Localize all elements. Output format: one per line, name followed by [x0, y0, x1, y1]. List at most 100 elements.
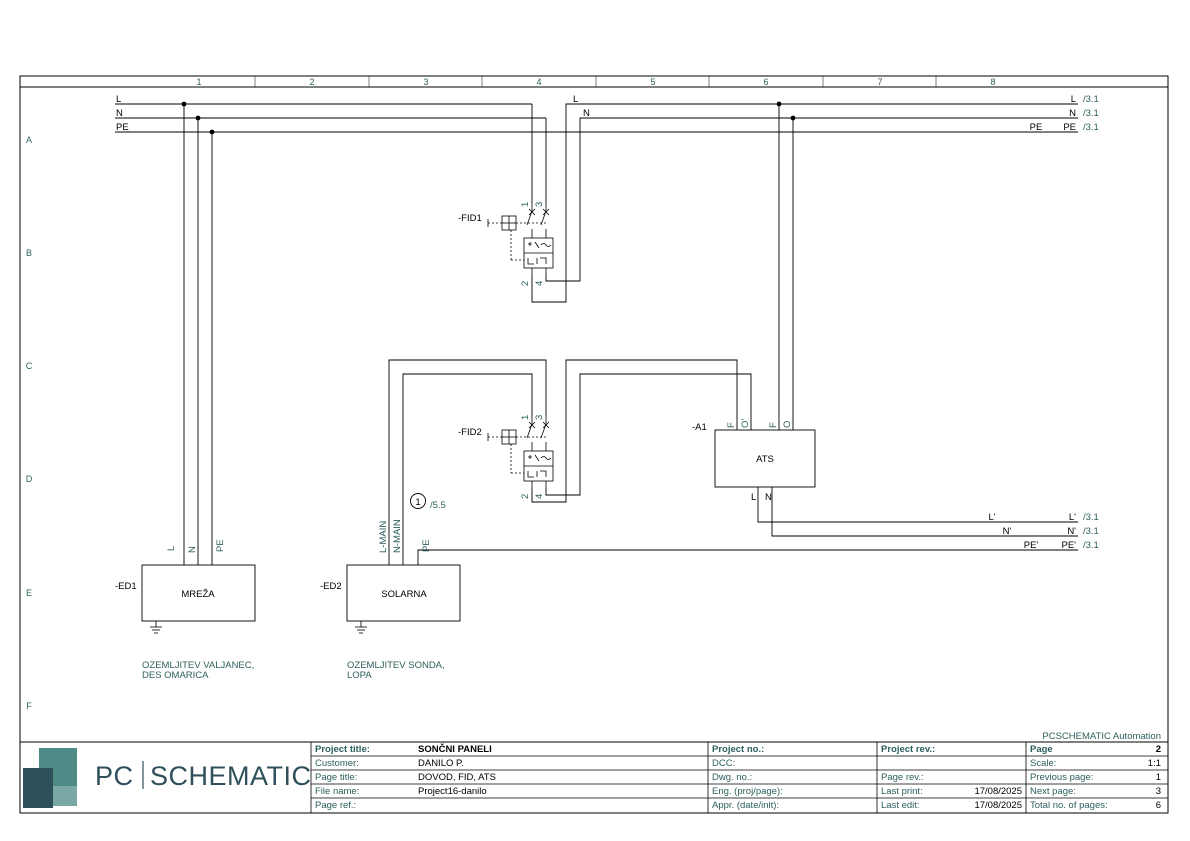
ats-device[interactable]: ATS -A1 F O' F O L N	[692, 419, 816, 503]
cross-ref-pe[interactable]: /3.1	[1083, 122, 1099, 133]
tb-label: Scale:	[1030, 758, 1056, 769]
ground-icon	[150, 621, 162, 634]
ed2-note-line2: LOPA	[347, 670, 372, 681]
ed1-terminal-n: N	[187, 546, 198, 553]
out-end-label-n: N'	[1067, 526, 1076, 537]
tb-label: Dwg. no.:	[712, 772, 752, 783]
total-pages-value: 6	[1156, 800, 1161, 811]
ats-terminal-o: O	[782, 421, 793, 428]
fid1-terminal-2: 2	[520, 281, 531, 286]
ed2-terminal-n-main: N-MAIN	[392, 519, 403, 553]
ats-terminal-f: F	[726, 422, 737, 428]
bus-label-l: L	[116, 94, 121, 105]
column-label: 6	[763, 77, 768, 87]
column-label: 3	[423, 77, 428, 87]
ed1-device[interactable]: MREŽA -ED1 L N PE OZEMLJITEV VALJANEC, D…	[115, 539, 256, 681]
fid2-symbol[interactable]: -FID2 1 3	[458, 415, 554, 499]
tb-label: Total no. of pages:	[1030, 800, 1108, 811]
cross-ref-l[interactable]: /3.1	[1083, 94, 1099, 105]
callout-number: 1	[415, 497, 420, 508]
out-label-n: N'	[1003, 526, 1012, 537]
drawing-frame	[19, 75, 1169, 814]
ed2-device[interactable]: SOLARNA -ED2 L-MAIN N-MAIN PE OZEMLJITEV…	[320, 519, 461, 681]
scale-value: 1:1	[1148, 758, 1161, 769]
ats-terminal-f2: F	[768, 422, 779, 428]
row-label: E	[26, 588, 32, 598]
bus-label-pe: PE	[116, 122, 129, 133]
ed1-note-line1: OZEMLJITEV VALJANEC,	[142, 660, 254, 671]
bus-end-label-pe: PE	[1063, 122, 1076, 133]
tb-label: Project rev.:	[881, 744, 935, 755]
fid1-tag: -FID1	[458, 213, 482, 224]
cross-ref-out-pe[interactable]: /3.1	[1083, 540, 1099, 551]
cross-ref-n[interactable]: /3.1	[1083, 108, 1099, 119]
fid1-terminal-1: 1	[520, 202, 531, 207]
column-label: 4	[536, 77, 541, 87]
file-name-value: Project16-danilo	[418, 786, 487, 797]
ed1-tag: -ED1	[115, 581, 137, 592]
cross-ref-out-n[interactable]: /3.1	[1083, 526, 1099, 537]
row-label: F	[26, 701, 32, 711]
tb-label: Last print:	[881, 786, 923, 797]
row-label: B	[26, 248, 32, 258]
ed2-label: SOLARNA	[381, 589, 427, 600]
ed2-tag: -ED2	[320, 581, 342, 592]
logo-text-pc: PC	[95, 761, 134, 791]
row-markers: A B C D E F	[26, 135, 33, 711]
page-title-value: DOVOD, FID, ATS	[418, 772, 496, 783]
last-print-value: 17/08/2025	[974, 786, 1022, 797]
tb-label: Previous page:	[1030, 772, 1093, 783]
title-block-grid	[310, 742, 1168, 813]
customer-value: DANILO P.	[418, 758, 464, 769]
fid1-terminal-3: 3	[534, 202, 545, 207]
fid2-terminal-2: 2	[520, 494, 531, 499]
out-end-label-l: L'	[1069, 512, 1076, 523]
ed1-note-line2: DES OMARICA	[142, 670, 209, 681]
prev-page-value[interactable]: 1	[1156, 772, 1161, 783]
tb-label: Appr. (date/init):	[712, 800, 779, 811]
row-label: D	[26, 474, 33, 484]
ats-tag: -A1	[692, 422, 707, 433]
column-markers: 1 2 3 4 5 6 7 8	[196, 77, 995, 87]
tb-label: File name:	[315, 786, 359, 797]
ats-terminal-o-prime: O'	[740, 419, 751, 428]
tb-label: Project no.:	[712, 744, 764, 755]
ed1-terminal-l: L	[166, 546, 177, 551]
cross-ref-out-l[interactable]: /3.1	[1083, 512, 1099, 523]
ed2-note-line1: OZEMLJITEV SONDA,	[347, 660, 445, 671]
ground-icon	[355, 621, 367, 634]
fid2-terminal-3: 3	[534, 415, 545, 420]
bus-end-label-n: N	[1069, 108, 1076, 119]
ed1-label: MREŽA	[181, 589, 215, 600]
last-edit-value: 17/08/2025	[974, 800, 1022, 811]
ats-terminal-n: N	[765, 492, 772, 503]
wiring	[115, 103, 1078, 565]
tb-label: Page title:	[315, 772, 357, 783]
tb-label: Next page:	[1030, 786, 1076, 797]
ats-label: ATS	[756, 454, 774, 465]
tb-label: DCC:	[712, 758, 735, 769]
column-label: 1	[196, 77, 201, 87]
callout-ref[interactable]: /5.5	[430, 500, 446, 511]
column-label: 7	[877, 77, 882, 87]
bus-label-n: N	[583, 108, 590, 119]
column-label: 8	[990, 77, 995, 87]
ed1-terminal-pe: PE	[215, 539, 226, 552]
fid2-tag: -FID2	[458, 427, 482, 438]
tb-label: Page rev.:	[881, 772, 924, 783]
fid1-terminal-4: 4	[534, 281, 545, 286]
tb-label: Page	[1030, 744, 1053, 755]
fid1-symbol[interactable]: -FID1 1 3	[458, 202, 554, 286]
column-label: 5	[650, 77, 655, 87]
tb-label: Eng. (proj/page):	[712, 786, 783, 797]
bus-label-l: L	[573, 94, 578, 105]
bus-label-pe: PE	[1030, 122, 1043, 133]
callout-marker[interactable]: 1 /5.5	[410, 493, 446, 512]
next-page-value[interactable]: 3	[1156, 786, 1161, 797]
bus-end-label-l: L	[1071, 94, 1076, 105]
out-end-label-pe: PE'	[1062, 540, 1077, 551]
out-label-l: L'	[988, 512, 995, 523]
logo-text-schematic: SCHEMATIC	[150, 761, 312, 791]
fid2-terminal-4: 4	[534, 494, 545, 499]
